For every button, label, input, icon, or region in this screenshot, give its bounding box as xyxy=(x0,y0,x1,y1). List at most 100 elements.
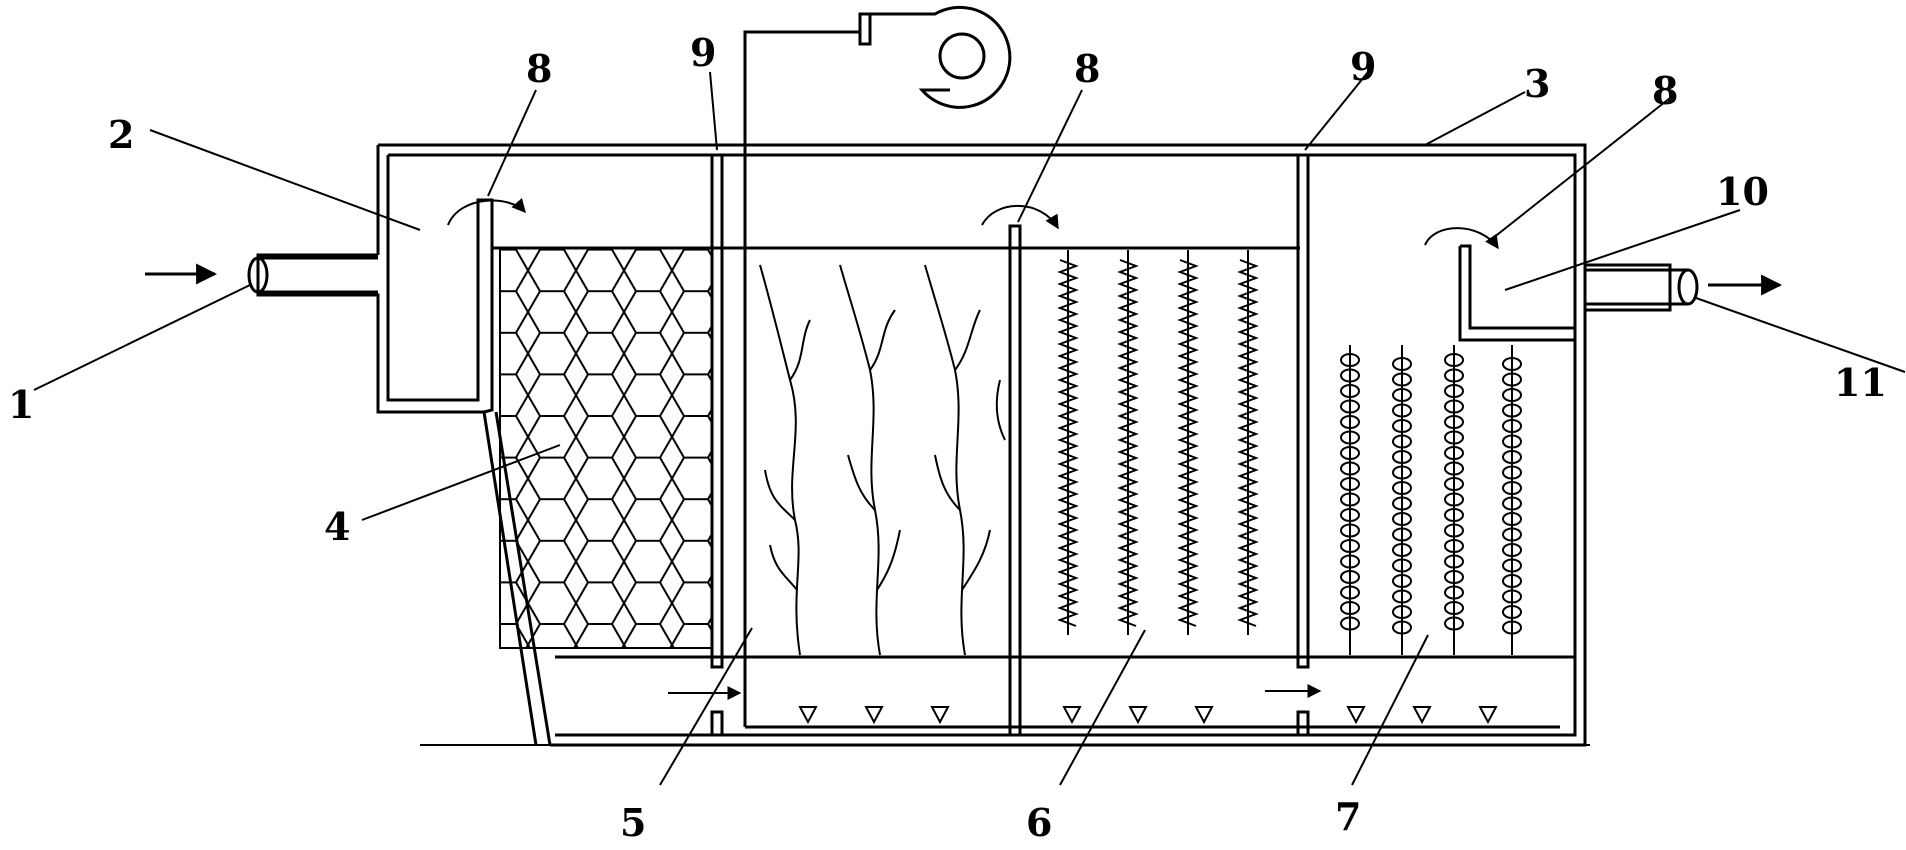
branch-filler xyxy=(759,264,1006,656)
ball-element xyxy=(1392,589,1412,604)
ball-element xyxy=(1444,523,1464,538)
ball-element xyxy=(1340,399,1360,414)
ball-element xyxy=(1502,574,1522,588)
label-honeycomb-filler: 4 xyxy=(324,504,350,549)
spring-filler xyxy=(1057,250,1259,635)
ball-element xyxy=(1392,419,1412,433)
ball-element xyxy=(1340,523,1360,538)
ball-element xyxy=(1444,353,1464,367)
ball-element xyxy=(1340,461,1360,476)
ball-element xyxy=(1444,415,1464,429)
ball-element xyxy=(1444,508,1464,522)
partition-right xyxy=(1296,153,1310,669)
ball-element xyxy=(1502,357,1522,371)
ball-element xyxy=(1340,554,1360,569)
partition-left xyxy=(710,153,724,669)
ball-element xyxy=(1502,419,1522,433)
label-inlet-pipe: 1 xyxy=(8,382,34,427)
ball-element xyxy=(1502,620,1522,635)
ball-element xyxy=(1340,430,1360,445)
label-partition-right: 9 xyxy=(1350,44,1376,89)
ball-element xyxy=(1392,372,1412,387)
ball-element xyxy=(1392,543,1412,557)
ball-element xyxy=(1502,496,1522,511)
ball-element xyxy=(1502,605,1522,619)
ball-element xyxy=(1502,481,1522,495)
ball-element xyxy=(1502,465,1522,480)
ball-element xyxy=(1392,620,1412,635)
label-outlet-chamber: 10 xyxy=(1716,169,1769,214)
ball-element xyxy=(1502,388,1522,402)
ball-element xyxy=(1502,543,1522,557)
blower xyxy=(743,5,1012,727)
label-outlet-pipe: 11 xyxy=(1834,360,1887,405)
ball-element xyxy=(1340,384,1360,398)
label-partition-left: 9 xyxy=(690,30,716,75)
label-ball-filler: 7 xyxy=(1335,794,1361,839)
aerators xyxy=(798,706,1498,725)
ball-element xyxy=(1502,527,1522,542)
ball-element xyxy=(1340,508,1360,522)
ball-element xyxy=(1392,496,1412,511)
ball-element xyxy=(1340,585,1360,600)
ball-element xyxy=(1444,461,1464,476)
label-baffle-left: 8 xyxy=(526,46,552,91)
ball-element xyxy=(1392,527,1412,542)
ball-element xyxy=(1444,492,1464,507)
ball-element xyxy=(1340,570,1360,584)
ball-element xyxy=(1340,539,1360,553)
ball-element xyxy=(1340,616,1360,631)
flow-arrows xyxy=(447,197,1783,700)
aeration-floor xyxy=(555,655,1575,737)
label-baffle-right: 8 xyxy=(1652,68,1678,113)
ball-filler xyxy=(1340,345,1522,655)
ball-element xyxy=(1444,601,1464,615)
inlet-chamber xyxy=(386,155,494,414)
label-branch-filler: 5 xyxy=(620,800,646,845)
label-spring-filler: 6 xyxy=(1026,800,1052,845)
leader-lines xyxy=(33,71,1906,786)
label-baffle-mid: 8 xyxy=(1074,46,1100,91)
ball-element xyxy=(1340,353,1360,367)
ball-element xyxy=(1340,492,1360,507)
ball-element xyxy=(1340,415,1360,429)
ball-element xyxy=(1392,512,1412,526)
outlet-pipe xyxy=(1585,268,1699,306)
ball-element xyxy=(1502,558,1522,573)
ball-element xyxy=(1444,477,1464,491)
ball-element xyxy=(1392,434,1412,449)
ball-element xyxy=(1444,539,1464,553)
ball-element xyxy=(1340,368,1360,383)
ball-element xyxy=(1392,574,1412,588)
ball-element xyxy=(1444,616,1464,631)
ball-element xyxy=(1444,554,1464,569)
ball-element xyxy=(1444,585,1464,600)
inlet-pipe xyxy=(145,256,378,294)
ball-element xyxy=(1502,450,1522,464)
ball-element xyxy=(1340,601,1360,615)
ball-element xyxy=(1444,570,1464,584)
ball-element xyxy=(1502,372,1522,387)
ball-element xyxy=(1502,589,1522,604)
ball-element xyxy=(1444,399,1464,414)
ball-element xyxy=(1502,403,1522,418)
baffle-middle xyxy=(1008,224,1022,737)
ball-element xyxy=(1502,434,1522,449)
outlet-baffle xyxy=(1458,244,1575,342)
honeycomb-filler xyxy=(499,247,713,649)
ball-element xyxy=(1392,558,1412,573)
ball-element xyxy=(1392,388,1412,402)
label-inlet-chamber: 2 xyxy=(108,112,134,157)
ball-element xyxy=(1502,512,1522,526)
ball-element xyxy=(1392,605,1412,619)
ball-element xyxy=(1340,446,1360,460)
label-tank-wall: 3 xyxy=(1524,61,1550,106)
ball-element xyxy=(1392,357,1412,371)
ball-element xyxy=(1392,465,1412,480)
ball-element xyxy=(1392,403,1412,418)
ball-element xyxy=(1444,430,1464,445)
ball-element xyxy=(1444,384,1464,398)
ball-element xyxy=(1392,450,1412,464)
ball-element xyxy=(1444,368,1464,383)
